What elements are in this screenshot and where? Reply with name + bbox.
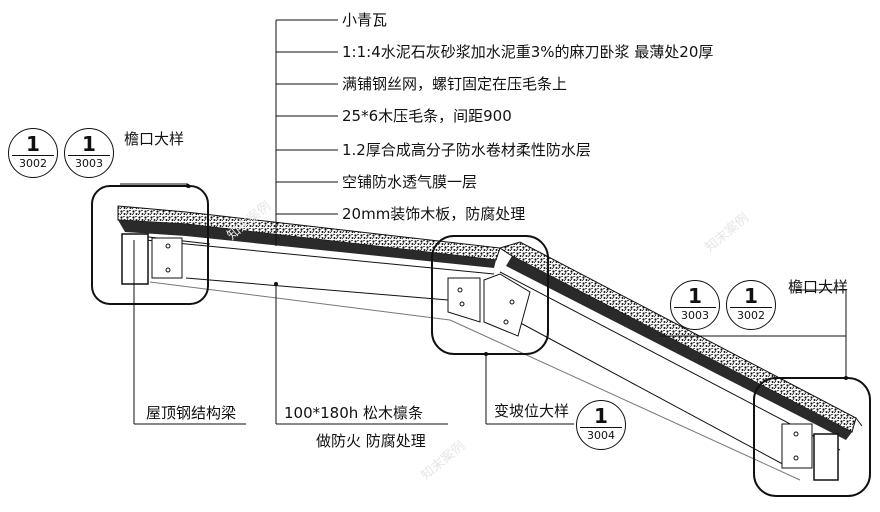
callout-number: 1 xyxy=(26,132,40,156)
layer-label-batten: 25*6木压毛条，间距900 xyxy=(342,107,512,125)
callout-sheet: 3003 xyxy=(75,157,103,170)
purlin-treatment-label: 做防火 防腐处理 xyxy=(316,432,426,450)
leader-lines xyxy=(120,183,847,425)
left-eave-leader-dot xyxy=(186,184,190,188)
slope-leader-dot xyxy=(484,352,488,356)
callout-number: 1 xyxy=(688,284,702,308)
callout-divider xyxy=(12,155,54,156)
purlin-leader-dot xyxy=(274,282,278,286)
right-eave-detail xyxy=(753,377,871,497)
detail-callout-3004: 1 3004 xyxy=(576,400,626,450)
right-eave-label: 檐口大样 xyxy=(788,278,849,296)
detail-callout-3002-left: 1 3002 xyxy=(8,128,58,178)
right-eave-leader-dot xyxy=(844,376,848,380)
roof-layers-right xyxy=(498,241,863,451)
layer-label-mortar: 1:1:4水泥石灰砂浆加水泥重3%的麻刀卧浆 最薄处20厚 xyxy=(342,43,714,61)
detail-callout-3002-right: 1 3002 xyxy=(726,280,776,330)
detail-callout-3003-left: 1 3003 xyxy=(64,128,114,178)
callout-number: 1 xyxy=(82,132,96,156)
callout-sheet: 3002 xyxy=(19,157,47,170)
callout-sheet: 3002 xyxy=(737,309,765,322)
callout-divider xyxy=(68,155,110,156)
callout-number: 1 xyxy=(594,404,608,428)
layer-label-board: 20mm装饰木板，防腐处理 xyxy=(342,205,526,223)
callout-number: 1 xyxy=(744,284,758,308)
layer-label-breather: 空铺防水透气膜一层 xyxy=(342,173,478,191)
callout-divider xyxy=(580,427,622,428)
slope-change-detail xyxy=(431,235,549,355)
layer-leader xyxy=(275,19,338,246)
callout-sheet: 3003 xyxy=(681,309,709,322)
left-eave-detail xyxy=(91,185,209,305)
left-eave-label: 檐口大样 xyxy=(124,130,185,148)
roof-structure xyxy=(149,277,801,481)
layer-label-membrane: 1.2厚合成高分子防水卷材柔性防水层 xyxy=(342,141,591,159)
layer-label-mesh: 满铺钢丝网，螺钉固定在压毛条上 xyxy=(342,75,568,93)
roof-beam-label: 屋顶钢结构梁 xyxy=(146,404,237,422)
detail-callout-3003-right: 1 3003 xyxy=(670,280,720,330)
purlin-size-label: 100*180h 松木檩条 xyxy=(284,404,424,422)
callout-sheet: 3004 xyxy=(587,429,615,442)
callout-divider xyxy=(730,307,772,308)
callout-divider xyxy=(674,307,716,308)
slope-change-label: 变坡位大样 xyxy=(494,402,570,420)
layer-label-tile: 小青瓦 xyxy=(342,11,388,29)
